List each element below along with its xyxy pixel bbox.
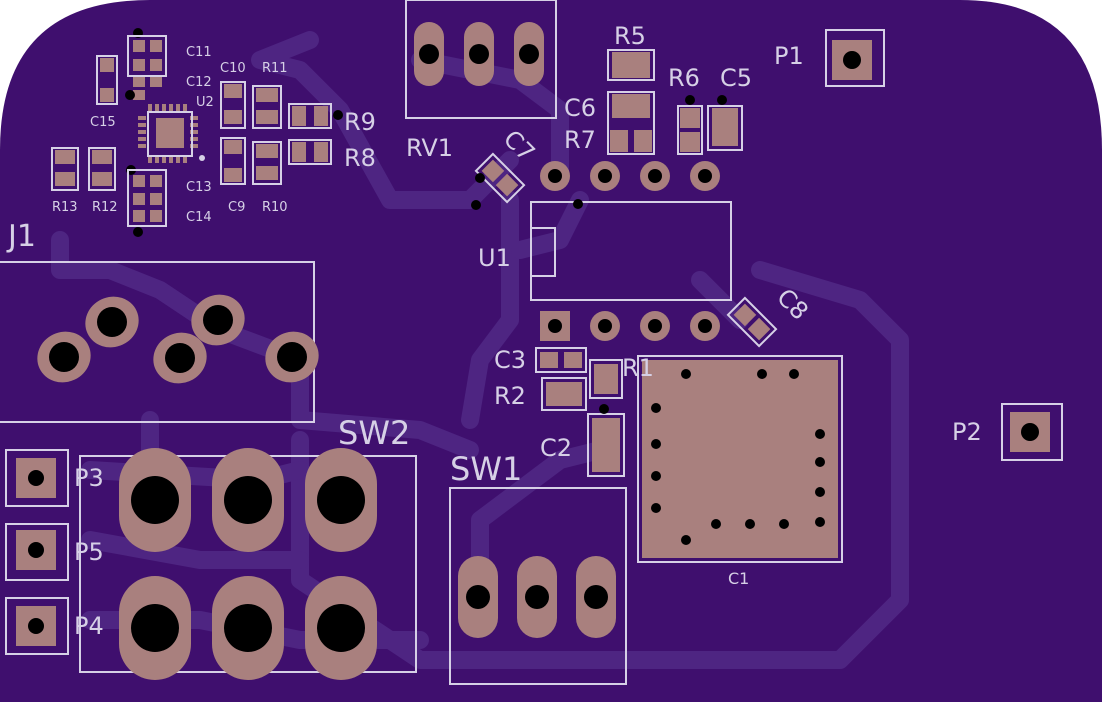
sw2-switch [79,448,417,680]
sw1-switch [449,487,627,685]
label-r12: R12 [92,200,118,215]
label-rv1: RV1 [406,134,453,162]
p1-testpoint [825,29,885,87]
label-r9: R9 [344,108,376,136]
label-c13: C13 [186,180,212,195]
smd-cluster-u2 [51,28,343,237]
c1-capacitor [637,355,843,563]
label-r8: R8 [344,144,376,172]
label-r6: R6 [668,64,700,92]
label-c3: C3 [494,346,526,374]
label-c11: C11 [186,45,212,60]
label-c10: C10 [220,61,246,76]
r5-r6-r7-c5-c6 [607,49,743,155]
silk-labels: C11 C12 C10 R11 U2 R9 R8 C15 R13 R12 C13… [6,22,982,640]
p3-p5-p4-testpoints [5,449,69,655]
label-p4: P4 [74,612,104,640]
label-c5: C5 [720,64,752,92]
label-r10: R10 [262,200,288,215]
label-r7: R7 [564,126,596,154]
label-p3: P3 [74,464,104,492]
label-r1: R1 [622,354,654,382]
label-c12: C12 [186,75,212,90]
label-sw2: SW2 [338,414,410,452]
u1-dip8 [530,161,732,341]
c3-r2-r1-c2 [535,347,625,477]
j1-connector [0,261,319,423]
label-p1: P1 [774,42,804,70]
label-u1: U1 [478,244,511,272]
label-r2: R2 [494,382,526,410]
label-r5: R5 [614,22,646,50]
label-u2: U2 [196,95,214,110]
label-j1: J1 [6,219,36,254]
label-r11: R11 [262,61,288,76]
label-r13: R13 [52,200,78,215]
label-c15: C15 [90,115,116,130]
label-sw1: SW1 [450,450,522,488]
label-c9: C9 [228,200,245,215]
rv1-potentiometer [405,0,557,119]
label-c6: C6 [564,94,596,122]
p2-testpoint [1001,403,1063,461]
label-c2: C2 [540,434,572,462]
label-p5: P5 [74,538,104,566]
label-c14: C14 [186,210,212,225]
label-c1: C1 [728,569,749,588]
label-p2: P2 [952,418,982,446]
